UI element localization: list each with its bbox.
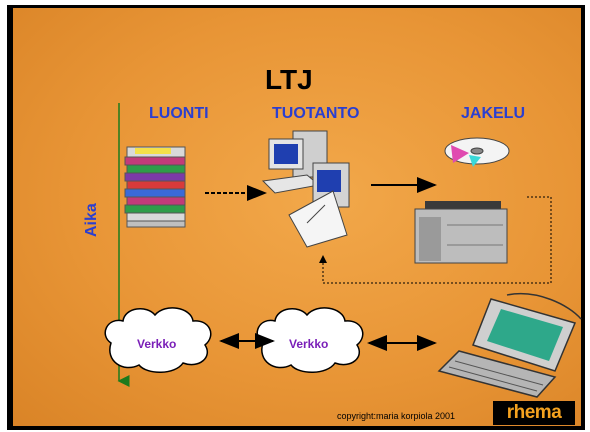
laptop-icon bbox=[437, 293, 582, 398]
cloud-label-left: Verkko bbox=[137, 337, 177, 351]
slide-frame-left bbox=[7, 5, 13, 430]
rhema-logo: rhema bbox=[493, 401, 575, 425]
cloud-label-middle: Verkko bbox=[289, 337, 329, 351]
logo-text: rhema bbox=[506, 402, 562, 423]
slide-title: LTJ bbox=[265, 64, 313, 95]
cd-disc-icon bbox=[444, 137, 510, 167]
cloud-icon-middle bbox=[256, 307, 364, 373]
diagram-art bbox=[104, 103, 582, 398]
copyright-text: copyright:maria korpiola 2001 bbox=[337, 411, 456, 421]
slide-frame-right bbox=[581, 5, 585, 430]
cloud-icon-left bbox=[104, 307, 212, 373]
time-axis-label: Aika bbox=[83, 203, 100, 237]
computer-workstation-icon bbox=[261, 130, 350, 248]
slide: LTJ LUONTI TUOTANTO JAKELU Aika Verkko V… bbox=[7, 5, 585, 430]
feedback-path bbox=[322, 196, 552, 284]
stack-of-books-icon bbox=[124, 146, 186, 228]
stage-label-production: TUOTANTO bbox=[272, 105, 360, 122]
slide-frame-bottom bbox=[7, 426, 585, 430]
stage-label-distribution: JAKELU bbox=[461, 105, 526, 122]
laser-printer-icon bbox=[414, 201, 508, 264]
stage-label-creation: LUONTI bbox=[149, 105, 209, 122]
slide-frame-top bbox=[7, 5, 585, 8]
